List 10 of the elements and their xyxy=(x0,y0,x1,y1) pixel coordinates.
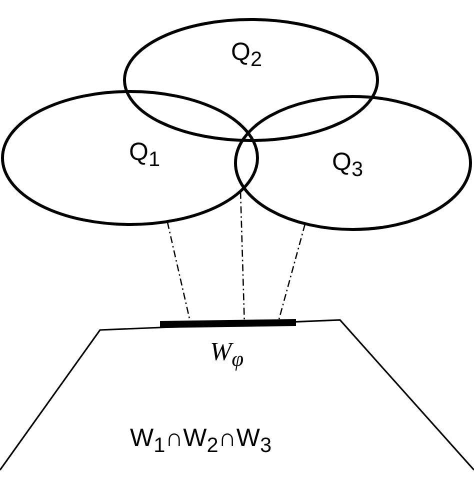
set-label: Q$_{2}$ xyxy=(231,40,262,71)
set-label: Q$_{1}$ xyxy=(129,140,160,171)
set-label: Q$_{3}$ xyxy=(332,150,364,181)
dash-dot-line xyxy=(166,222,191,321)
dash-dot-line xyxy=(278,224,306,320)
set-label: W$_{1}$∩W$_{2}$∩W$_{3}$ xyxy=(130,426,272,457)
segment-label: W$_{φ}$ xyxy=(210,337,244,372)
ellipse-shape xyxy=(123,18,379,142)
ellipse-shape xyxy=(234,95,472,231)
ellipse-shape xyxy=(1,90,259,226)
